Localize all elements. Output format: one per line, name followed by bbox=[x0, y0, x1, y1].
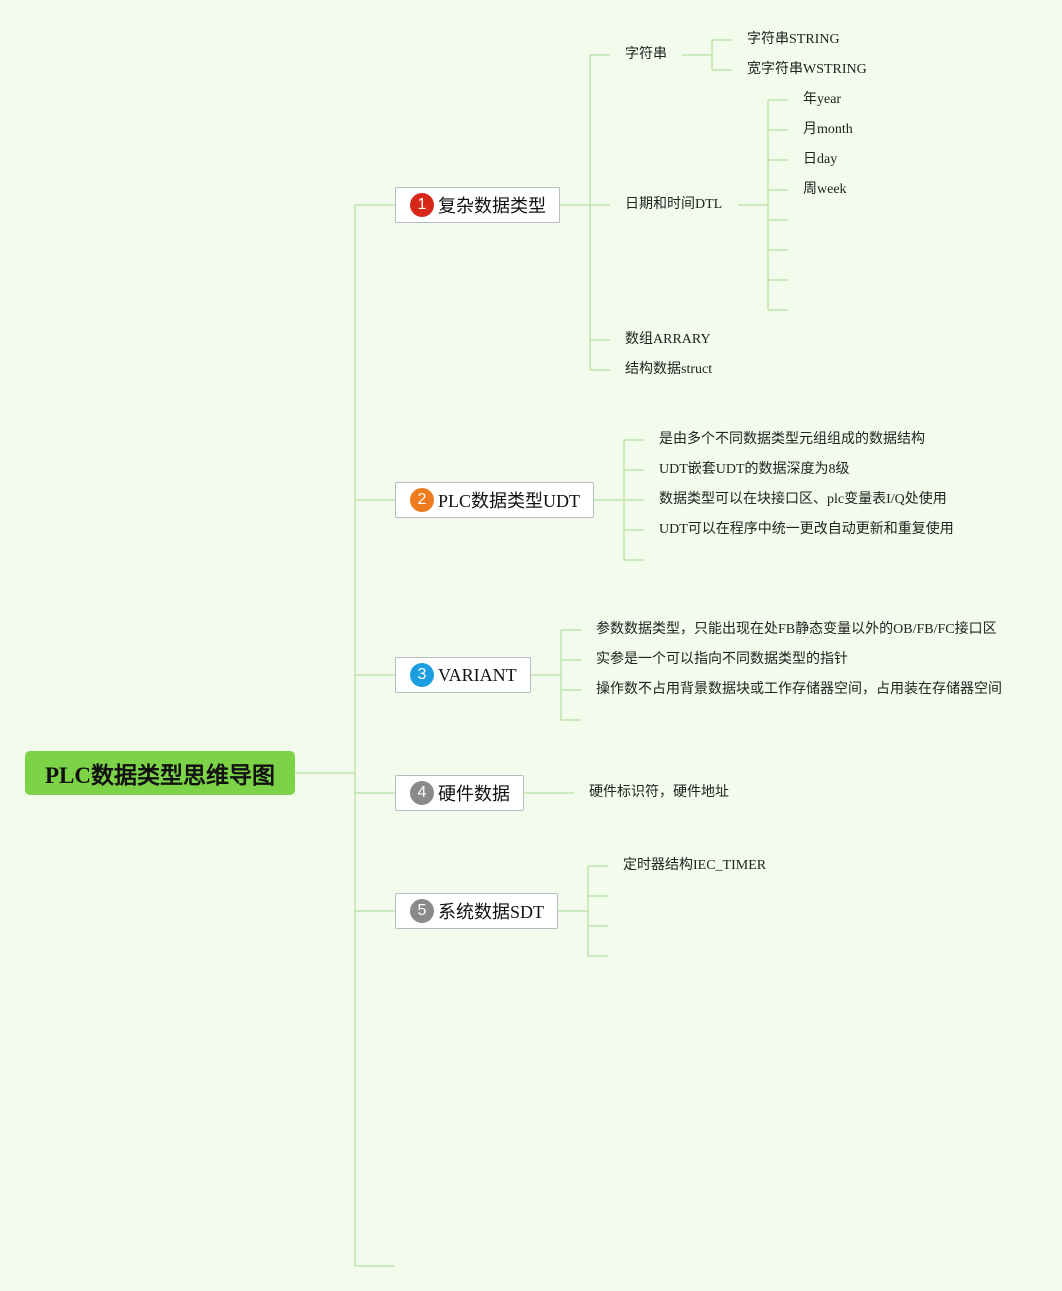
number-1-badge-icon: 1 bbox=[410, 193, 434, 217]
node-variant-3[interactable]: 操作数不占用背景数据块或工作存储器空间，占用装在存储器空间 bbox=[596, 682, 1002, 697]
number-2-badge-icon: 2 bbox=[410, 488, 434, 512]
node-hardware-1[interactable]: 硬件标识符，硬件地址 bbox=[589, 785, 729, 800]
node-struct[interactable]: 结构数据struct bbox=[625, 362, 713, 377]
branch-label: 硬件数据 bbox=[438, 784, 510, 804]
branch-plc-udt[interactable]: 2 PLC数据类型UDT bbox=[395, 482, 594, 518]
node-array[interactable]: 数组ARRARY bbox=[625, 332, 711, 347]
node-string[interactable]: 字符串 bbox=[625, 47, 667, 62]
node-udt-4[interactable]: UDT可以在程序中统一更改自动更新和重复使用 bbox=[659, 522, 954, 537]
node-dtl-week[interactable]: 周week bbox=[803, 182, 847, 197]
branch-label: 复杂数据类型 bbox=[438, 196, 546, 216]
branch-label: 系统数据SDT bbox=[438, 902, 545, 922]
node-dtl[interactable]: 日期和时间DTL bbox=[625, 197, 723, 212]
node-dtl-day[interactable]: 日day bbox=[803, 152, 838, 167]
branch-hardware-data[interactable]: 4 硬件数据 bbox=[395, 775, 524, 811]
branch-complex-data-types[interactable]: 1 复杂数据类型 bbox=[395, 187, 560, 223]
root-label: PLC数据类型思维导图 bbox=[45, 763, 275, 788]
node-udt-2[interactable]: UDT嵌套UDT的数据深度为8级 bbox=[659, 462, 850, 477]
node-udt-1[interactable]: 是由多个不同数据类型元组组成的数据结构 bbox=[659, 432, 925, 447]
branch-label: PLC数据类型UDT bbox=[438, 491, 581, 511]
branch-system-data-sdt[interactable]: 5 系统数据SDT bbox=[395, 893, 558, 929]
branch-label: VARIANT bbox=[438, 664, 517, 685]
number-3-badge-icon: 3 bbox=[410, 663, 434, 687]
node-string-wstring[interactable]: 宽字符串WSTRING bbox=[747, 62, 867, 77]
node-dtl-month[interactable]: 月month bbox=[803, 122, 853, 137]
number-4-badge-icon: 4 bbox=[410, 781, 434, 805]
root-node[interactable]: PLC数据类型思维导图 bbox=[25, 751, 295, 795]
number-5-badge-icon: 5 bbox=[410, 899, 434, 923]
node-udt-3[interactable]: 数据类型可以在块接口区、plc变量表I/Q处使用 bbox=[659, 492, 947, 507]
node-dtl-year[interactable]: 年year bbox=[803, 92, 842, 107]
node-sdt-1[interactable]: 定时器结构IEC_TIMER bbox=[623, 858, 767, 873]
branch-variant[interactable]: 3 VARIANT bbox=[395, 657, 531, 693]
node-variant-1[interactable]: 参数数据类型，只能出现在处FB静态变量以外的OB/FB/FC接口区 bbox=[596, 622, 997, 637]
node-variant-2[interactable]: 实参是一个可以指向不同数据类型的指针 bbox=[596, 652, 848, 667]
node-string-string[interactable]: 字符串STRING bbox=[747, 32, 840, 47]
